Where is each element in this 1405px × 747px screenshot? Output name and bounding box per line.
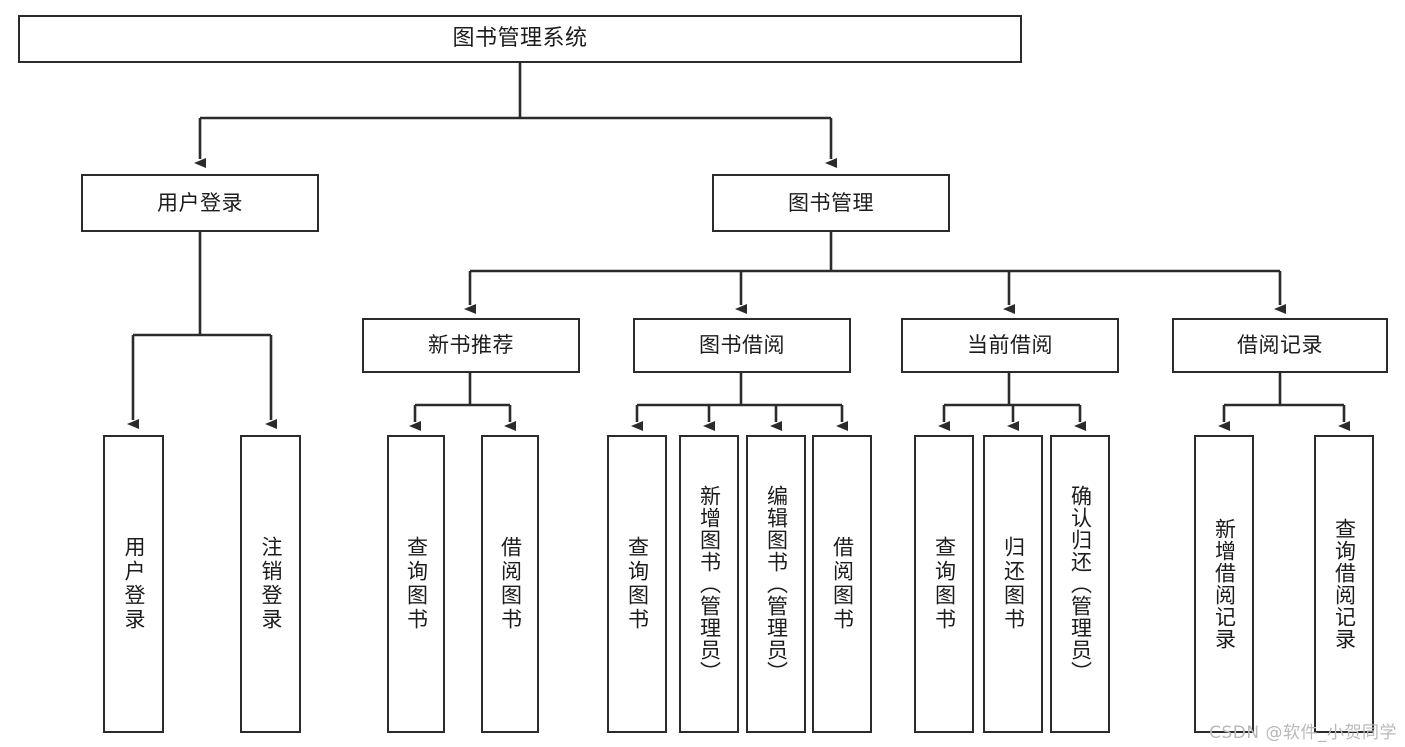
node-leaf-query-record[interactable]: 查询借阅记录 xyxy=(1314,435,1374,733)
node-leaf-query-book-2-label: 查询图书 xyxy=(625,536,650,632)
node-leaf-borrow-book-2-label: 借阅图书 xyxy=(830,536,855,632)
node-leaf-add-record[interactable]: 新增借阅记录 xyxy=(1194,435,1254,733)
node-leaf-confirm-return[interactable]: 确认归还（管理员） xyxy=(1050,435,1110,733)
node-borrow-record[interactable]: 借阅记录 xyxy=(1172,318,1388,373)
node-leaf-user-login[interactable]: 用户登录 xyxy=(103,435,164,733)
node-root[interactable]: 图书管理系统 xyxy=(18,15,1022,63)
node-leaf-query-book-2[interactable]: 查询图书 xyxy=(607,435,667,733)
node-leaf-edit-book[interactable]: 编辑图书（管理员） xyxy=(746,435,806,733)
node-leaf-user-logout-label: 注销登录 xyxy=(259,536,283,632)
node-user-login[interactable]: 用户登录 xyxy=(81,174,319,232)
node-leaf-user-logout[interactable]: 注销登录 xyxy=(240,435,301,733)
node-leaf-add-book[interactable]: 新增图书（管理员） xyxy=(679,435,739,733)
node-book-management[interactable]: 图书管理 xyxy=(712,174,950,232)
node-leaf-query-book-1-label: 查询图书 xyxy=(404,536,429,632)
node-book-management-label: 图书管理 xyxy=(788,190,874,215)
node-book-borrow-label: 图书借阅 xyxy=(699,333,785,358)
node-root-label: 图书管理系统 xyxy=(452,26,588,52)
watermark: CSDN @软件_小贺同学 xyxy=(1209,723,1397,743)
node-leaf-add-book-label: 新增图书（管理员） xyxy=(697,485,722,683)
node-leaf-return-book[interactable]: 归还图书 xyxy=(983,435,1043,733)
node-leaf-query-book-3[interactable]: 查询图书 xyxy=(914,435,974,733)
node-current-borrow-label: 当前借阅 xyxy=(967,333,1053,358)
node-leaf-borrow-book-1-label: 借阅图书 xyxy=(498,536,523,632)
node-new-book-recommend[interactable]: 新书推荐 xyxy=(362,318,580,373)
node-leaf-edit-book-label: 编辑图书（管理员） xyxy=(764,485,789,683)
node-leaf-confirm-return-label: 确认归还（管理员） xyxy=(1068,485,1093,683)
node-user-login-label: 用户登录 xyxy=(157,190,243,215)
node-leaf-return-book-label: 归还图书 xyxy=(1001,536,1026,632)
node-leaf-add-record-label: 新增借阅记录 xyxy=(1212,518,1237,650)
node-current-borrow[interactable]: 当前借阅 xyxy=(901,318,1119,373)
node-leaf-query-record-label: 查询借阅记录 xyxy=(1332,518,1357,650)
node-leaf-user-login-label: 用户登录 xyxy=(122,536,146,632)
node-new-book-recommend-label: 新书推荐 xyxy=(428,333,514,358)
node-leaf-query-book-1[interactable]: 查询图书 xyxy=(387,435,445,733)
node-leaf-borrow-book-2[interactable]: 借阅图书 xyxy=(812,435,872,733)
node-borrow-record-label: 借阅记录 xyxy=(1237,333,1323,358)
node-leaf-query-book-3-label: 查询图书 xyxy=(932,536,957,632)
node-book-borrow[interactable]: 图书借阅 xyxy=(633,318,851,373)
node-leaf-borrow-book-1[interactable]: 借阅图书 xyxy=(481,435,539,733)
